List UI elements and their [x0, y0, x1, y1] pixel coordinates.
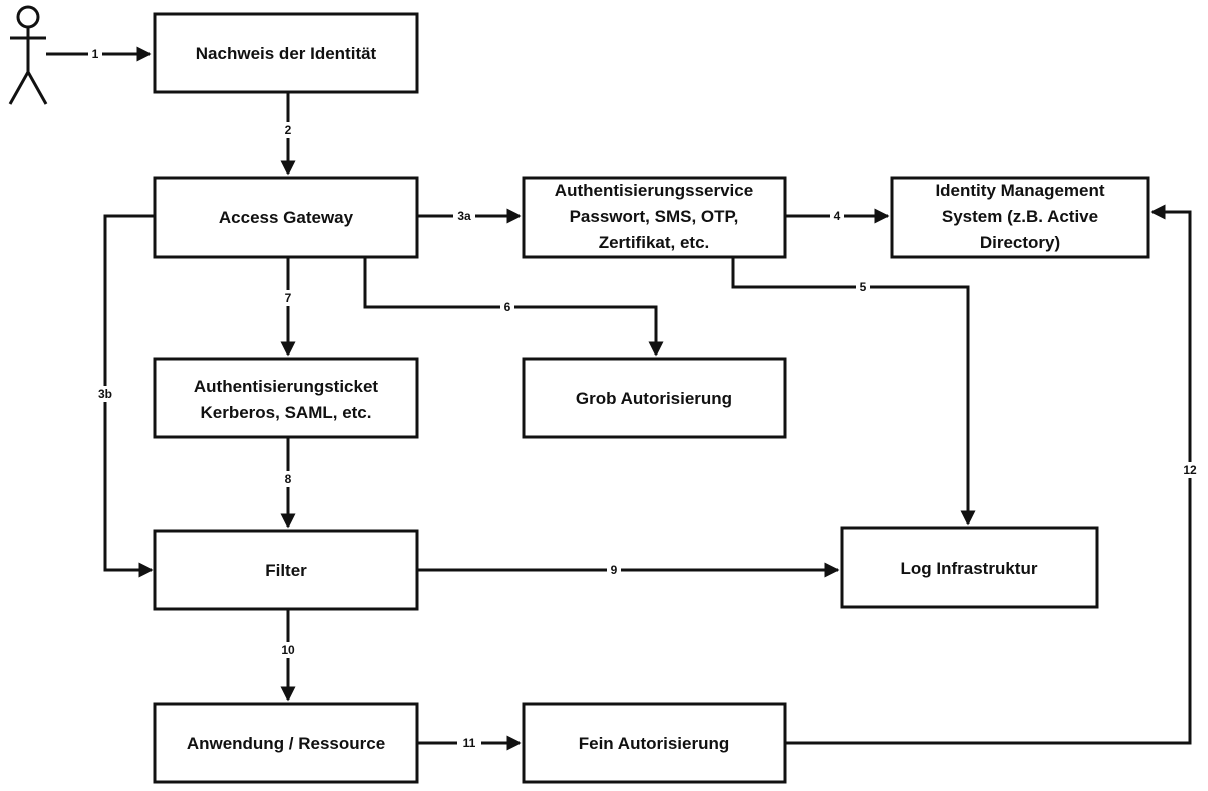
edge-label-6: 6	[504, 300, 511, 314]
box-fine-authz: Fein Autorisierung	[522, 702, 787, 784]
edge-labels: 1 2 3a 4 5 6 7 3b 8 9 10 11 12	[88, 46, 1202, 751]
edge-label-3b: 3b	[98, 387, 112, 401]
box-fine-authz-label: Fein Autorisierung	[579, 734, 730, 753]
edge-label-1: 1	[92, 47, 99, 61]
box-log-infra: Log Infrastruktur	[840, 526, 1099, 609]
edge-label-5: 5	[860, 280, 867, 294]
box-auth-service-line-3: Zertifikat, etc.	[599, 233, 710, 252]
box-auth-ticket-line-1: Authentisierungsticket	[194, 377, 379, 396]
edge-label-8: 8	[285, 472, 292, 486]
box-access-gateway: Access Gateway	[153, 176, 419, 259]
edge-12	[785, 204, 1192, 745]
box-coarse-authz-label: Grob Autorisierung	[576, 389, 732, 408]
box-application: Anwendung / Ressource	[153, 702, 419, 784]
edge-label-4: 4	[834, 209, 841, 223]
box-coarse-authz: Grob Autorisierung	[522, 357, 787, 439]
edge-label-12: 12	[1183, 463, 1197, 477]
box-auth-service: Authentisierungsservice Passwort, SMS, O…	[522, 176, 787, 259]
box-identity-proof: Nachweis der Identität	[153, 12, 419, 94]
box-idm-system-line-2: System (z.B. Active	[942, 207, 1098, 226]
user-actor-icon	[8, 5, 48, 105]
box-filter-label: Filter	[265, 561, 307, 580]
box-auth-ticket: Authentisierungsticket Kerberos, SAML, e…	[153, 357, 419, 439]
box-auth-ticket-line-2: Kerberos, SAML, etc.	[201, 403, 372, 422]
box-application-label: Anwendung / Ressource	[187, 734, 385, 753]
edge-label-2: 2	[285, 123, 292, 137]
edge-label-10: 10	[281, 643, 295, 657]
box-log-infra-label: Log Infrastruktur	[901, 559, 1038, 578]
box-idm-system-line-1: Identity Management	[935, 181, 1104, 200]
box-auth-service-line-1: Authentisierungsservice	[555, 181, 753, 200]
box-filter: Filter	[153, 529, 419, 611]
edge-5	[731, 257, 976, 526]
box-idm-system: Identity Management System (z.B. Active …	[890, 176, 1150, 259]
edge-label-9: 9	[611, 563, 618, 577]
box-identity-proof-label: Nachweis der Identität	[196, 44, 377, 63]
edge-label-3a: 3a	[457, 209, 471, 223]
edge-label-11: 11	[463, 736, 476, 750]
box-access-gateway-label: Access Gateway	[219, 208, 354, 227]
edge-label-7: 7	[285, 291, 292, 305]
box-idm-system-line-3: Directory)	[980, 233, 1060, 252]
box-auth-service-line-2: Passwort, SMS, OTP,	[570, 207, 739, 226]
